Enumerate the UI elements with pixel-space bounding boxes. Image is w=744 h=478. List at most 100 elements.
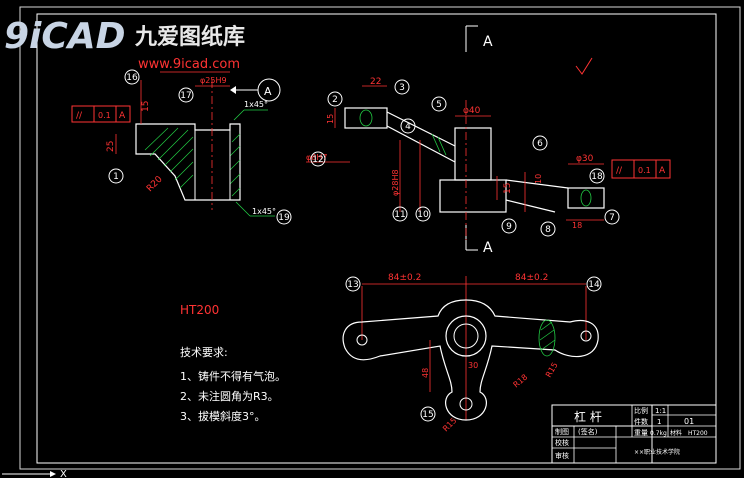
chamfer-bottom: 1x45°: [252, 207, 276, 216]
inner-border: [36, 13, 717, 464]
svg-text:审核: 审核: [555, 451, 569, 460]
svg-text:A: A: [119, 111, 126, 121]
balloon-label: 18: [591, 172, 603, 182]
balloon-13: 13: [345, 276, 361, 292]
balloon-1: 1: [108, 168, 124, 184]
datum-a-label: A: [264, 85, 272, 98]
balloon-label: 5: [436, 100, 442, 110]
balloon-11: 11: [392, 206, 408, 222]
title-block: 杠 杆 比例 1:1 件数 1 重量 0.7kg 材料 HT200 01 制图 …: [551, 404, 717, 464]
dim-phi30: φ30: [576, 154, 594, 164]
balloon-8: 8: [540, 221, 556, 237]
dim-84-right: 84±0.2: [515, 273, 548, 283]
svg-text:0.1: 0.1: [98, 111, 111, 120]
tolerance-frame-right: // 0.1 A: [611, 159, 671, 179]
section-mark-top: A: [483, 34, 493, 50]
watermark-logo-text: 9iCAD: [4, 16, 126, 57]
balloon-6: 6: [532, 135, 548, 151]
part-name: 杠 杆: [574, 409, 602, 424]
svg-text:比例: 比例: [634, 406, 648, 415]
top-view: 84±0.2 84±0.2 48 30 R18 R15 R15: [342, 273, 599, 433]
dim-15-top: 15: [326, 114, 335, 124]
drawing-number: 01: [684, 417, 694, 426]
balloon-label: 13: [347, 280, 358, 290]
svg-text:件数: 件数: [634, 417, 648, 426]
dim-r15: R15: [544, 361, 560, 379]
dim-22: 22: [370, 77, 381, 87]
dim-r18: R18: [512, 373, 530, 390]
material-label: HT200: [180, 303, 219, 317]
svg-text:A: A: [659, 166, 666, 176]
balloon-18: 18: [589, 168, 605, 184]
tech-req-title: 技术要求:: [180, 346, 228, 359]
balloon-label: 4: [405, 122, 411, 132]
outer-border: [19, 6, 741, 470]
school-name: ××职业技术学院: [634, 448, 680, 456]
left-section-view: A 15 φ25H9 25 R20: [71, 71, 281, 217]
balloon-15: 15: [420, 406, 436, 422]
balloon-label: 19: [278, 213, 290, 223]
roughness-symbol: [575, 57, 593, 75]
dim-18: 18: [572, 221, 582, 230]
balloon-10: 10: [415, 206, 431, 222]
balloon-label: 8: [545, 225, 551, 235]
dim-15-left: 15: [141, 101, 151, 112]
tech-req-item: 3、拔模斜度3°。: [180, 409, 266, 423]
balloon-label: 15: [422, 410, 433, 420]
chamfer-top: 1x45°: [244, 100, 268, 109]
balloon-label: 6: [537, 139, 543, 149]
balloon-label: 14: [588, 280, 600, 290]
balloon-9: 9: [501, 218, 517, 234]
balloon-17: 17: [178, 87, 194, 103]
tech-req-item: 1、铸件不得有气泡。: [180, 369, 286, 383]
front-view: φ40 φ30 18 15 10 22 15 φ8H7 φ28H8 // 0.1…: [306, 77, 671, 240]
ucs-icon: X: [2, 469, 67, 478]
balloon-14: 14: [586, 276, 602, 292]
balloon-label: 10: [417, 210, 429, 220]
balloon-19: 19: [276, 209, 292, 225]
dim-15-right: 15: [503, 183, 513, 194]
balloon-7: 7: [604, 209, 620, 225]
balloon-label: 17: [180, 91, 191, 101]
dim-phi40: φ40: [463, 106, 481, 116]
balloon-16: 16: [124, 69, 140, 85]
balloon-5: 5: [431, 96, 447, 112]
balloon-3: 3: [394, 79, 410, 95]
tech-req-item: 2、未注圆角为R3。: [180, 389, 279, 403]
designer-signature: (签名): [578, 427, 598, 436]
balloon-label: 9: [506, 222, 512, 232]
svg-text:0.7kg: 0.7kg: [650, 430, 667, 437]
balloon-2: 2: [327, 91, 343, 107]
balloon-label: 1: [113, 172, 119, 182]
balloon-label: 3: [399, 83, 405, 93]
svg-text://: //: [616, 166, 623, 176]
dim-25: 25: [106, 141, 116, 152]
balloon-label: 2: [332, 95, 338, 105]
svg-text:HT200: HT200: [688, 430, 708, 437]
svg-text:校核: 校核: [555, 438, 569, 447]
dim-48: 48: [421, 368, 430, 378]
dim-28h8: φ28H8: [391, 169, 400, 196]
svg-text:制图: 制图: [555, 427, 569, 436]
balloon-label: 16: [126, 73, 138, 83]
ucs-x-label: X: [60, 469, 67, 478]
dim-r20: R20: [145, 174, 165, 194]
svg-text:重量: 重量: [634, 429, 648, 437]
watermark-url: www.9icad.com: [138, 57, 240, 72]
svg-text://: //: [76, 111, 83, 121]
balloon-label: 12: [312, 155, 323, 165]
dim-84-left: 84±0.2: [388, 273, 421, 283]
balloon-label: 11: [394, 210, 405, 220]
svg-text:1:1: 1:1: [655, 407, 666, 415]
svg-text:材料: 材料: [670, 429, 682, 437]
balloon-12: 12: [310, 151, 326, 167]
dim-11: 10: [534, 174, 543, 184]
section-mark-bottom: A: [483, 240, 493, 256]
dim-8h7: φ8H7: [306, 153, 327, 162]
svg-text:1: 1: [657, 418, 661, 426]
dim-25h9: φ25H9: [200, 76, 227, 85]
balloon-4: 4: [400, 118, 416, 134]
technical-requirements: 技术要求: 1、铸件不得有气泡。 2、未注圆角为R3。 3、拔模斜度3°。: [180, 346, 286, 423]
